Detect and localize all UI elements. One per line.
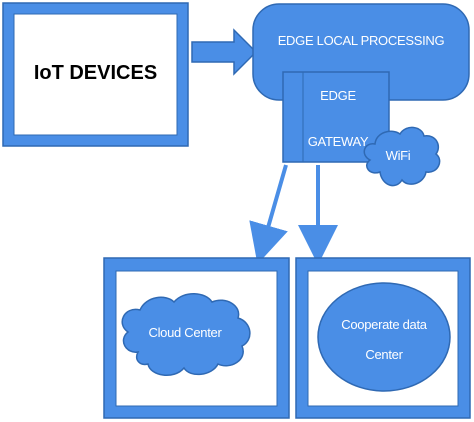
cooperate-data-center-ellipse xyxy=(317,282,451,392)
edge-gateway-label-line2: GATEWAY xyxy=(307,134,369,149)
wifi-label: WiFi xyxy=(385,148,411,163)
cloud-center-label: Cloud Center xyxy=(148,325,222,340)
cloud-center-cloud xyxy=(121,293,251,376)
iot-devices-label: IoT DEVICES xyxy=(33,62,158,84)
cooperate-data-center-label-line1: Cooperate data xyxy=(341,317,427,332)
wifi-cloud xyxy=(363,126,441,187)
iot-devices-inner xyxy=(13,13,178,136)
edge-local-processing-label: EDGE LOCAL PROCESSING xyxy=(277,33,445,48)
cooperate-data-center-label-line2: Center xyxy=(365,347,403,362)
iot-to-edge-arrow xyxy=(191,28,258,76)
edge-gateway-label-line1: EDGE xyxy=(320,88,356,103)
gateway-to-cloud-arrow xyxy=(249,164,288,265)
